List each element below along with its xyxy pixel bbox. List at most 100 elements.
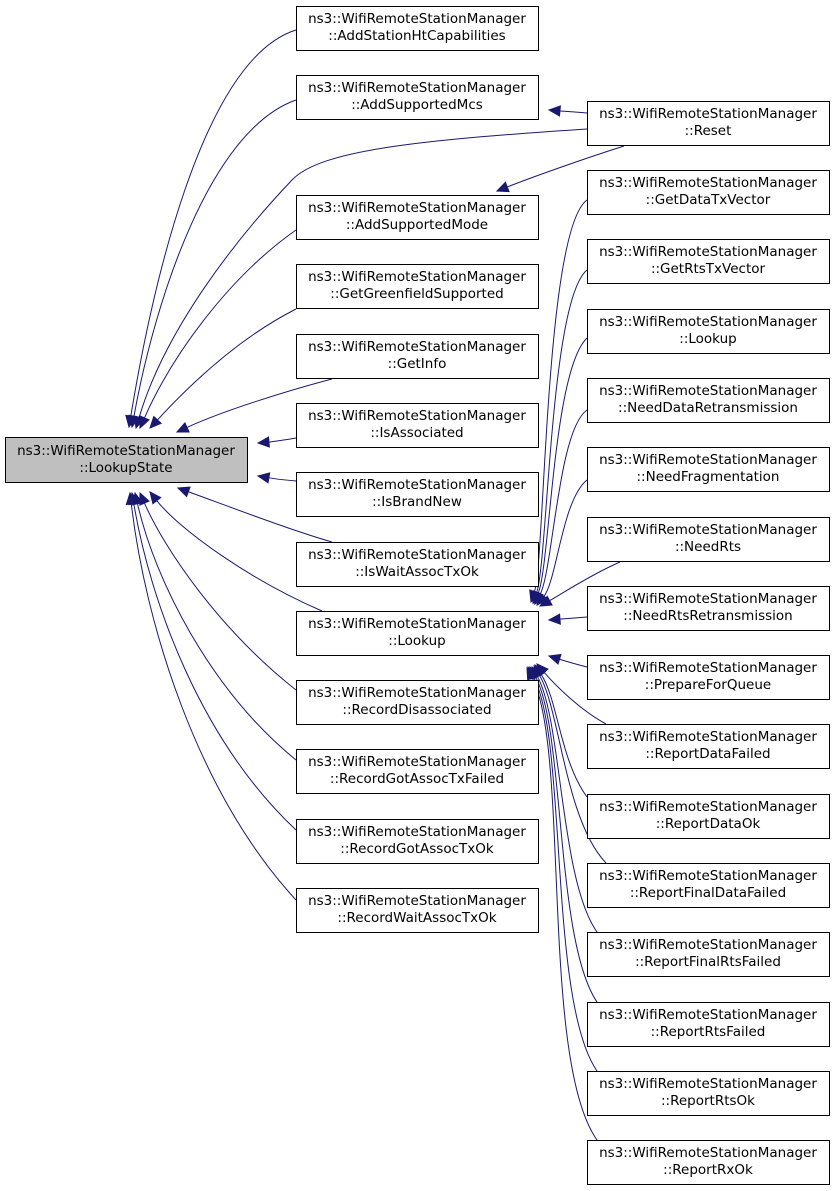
- svg-text:::NeedFragmentation: ::NeedFragmentation: [637, 469, 780, 485]
- svg-text:ns3::WifiRemoteStationManager: ns3::WifiRemoteStationManager: [599, 1076, 817, 1092]
- arrowhead-icon: [547, 613, 561, 625]
- arrowhead-icon: [139, 415, 150, 430]
- node-report-rts-failed[interactable]: ns3::WifiRemoteStationManager ::ReportRt…: [587, 1002, 830, 1047]
- node-report-data-ok[interactable]: ns3::WifiRemoteStationManager ::ReportDa…: [587, 794, 830, 839]
- edge-record_disassociated-to-root: [143, 502, 297, 691]
- svg-text:::RecordGotAssocTxFailed: ::RecordGotAssocTxFailed: [330, 771, 504, 787]
- node-get-data-tx-vector[interactable]: ns3::WifiRemoteStationManager ::GetDataT…: [587, 170, 830, 215]
- svg-text:ns3::WifiRemoteStationManager: ns3::WifiRemoteStationManager: [308, 824, 526, 840]
- edge-report_rts_failed-to-lookup: [534, 676, 598, 1003]
- svg-text:ns3::WifiRemoteStationManager: ns3::WifiRemoteStationManager: [599, 383, 817, 399]
- edge-add_station_ht-to-root: [130, 29, 297, 417]
- node-is-brand-new[interactable]: ns3::WifiRemoteStationManager ::IsBrandN…: [296, 472, 539, 517]
- svg-text:ns3::WifiRemoteStationManager: ns3::WifiRemoteStationManager: [308, 477, 526, 493]
- edge-get_greenfield-to-root: [157, 308, 297, 421]
- edge-get_info-to-root: [186, 378, 333, 428]
- svg-text:::ReportDataFailed: ::ReportDataFailed: [645, 746, 770, 762]
- node-add-supported-mcs[interactable]: ns3::WifiRemoteStationManager ::AddSuppo…: [296, 75, 539, 120]
- node-lookup[interactable]: ns3::WifiRemoteStationManager ::Lookup: [296, 611, 539, 656]
- edge-report_final_data-to-lookup: [539, 675, 607, 864]
- node-report-rts-ok[interactable]: ns3::WifiRemoteStationManager ::ReportRt…: [587, 1071, 830, 1116]
- svg-text:ns3::WifiRemoteStationManager: ns3::WifiRemoteStationManager: [308, 547, 526, 563]
- edge-reset-to-add_supported_mcs: [559, 110, 588, 114]
- edge-add_supported_mode-to-root: [143, 229, 297, 419]
- svg-text:::AddSupportedMcs: ::AddSupportedMcs: [351, 97, 483, 113]
- svg-text:::NeedRts: ::NeedRts: [675, 539, 741, 555]
- node-report-data-failed[interactable]: ns3::WifiRemoteStationManager ::ReportDa…: [587, 724, 830, 769]
- edge-reset-to-root: [138, 128, 588, 418]
- arrowhead-icon: [538, 595, 553, 607]
- node-get-info[interactable]: ns3::WifiRemoteStationManager ::GetInfo: [296, 334, 539, 379]
- svg-text:::Lookup: ::Lookup: [388, 633, 445, 649]
- edge-get_data_tx-to-lookup: [534, 199, 588, 592]
- node-lookup-state[interactable]: ns3::WifiRemoteStationManager ::LookupSt…: [5, 437, 248, 483]
- svg-text:ns3::WifiRemoteStationManager: ns3::WifiRemoteStationManager: [308, 80, 526, 96]
- node-get-greenfield-supported[interactable]: ns3::WifiRemoteStationManager ::GetGreen…: [296, 264, 539, 309]
- node-record-got-assoc-tx-failed[interactable]: ns3::WifiRemoteStationManager ::RecordGo…: [296, 749, 539, 794]
- node-record-wait-assoc-tx-ok[interactable]: ns3::WifiRemoteStationManager ::RecordWa…: [296, 888, 539, 933]
- node-label-line2: ::LookupState: [79, 460, 172, 476]
- svg-text:ns3::WifiRemoteStationManager: ns3::WifiRemoteStationManager: [308, 11, 526, 27]
- node-need-fragmentation[interactable]: ns3::WifiRemoteStationManager ::NeedFrag…: [587, 447, 830, 492]
- node-reset[interactable]: ns3::WifiRemoteStationManager ::Reset: [587, 101, 830, 146]
- edge-reset-to-add_supported_mode: [507, 145, 625, 188]
- svg-text:::IsBrandNew: ::IsBrandNew: [372, 494, 462, 510]
- svg-text:ns3::WifiRemoteStationManager: ns3::WifiRemoteStationManager: [308, 269, 526, 285]
- svg-text:::Lookup: ::Lookup: [679, 331, 736, 347]
- svg-text:::RecordGotAssocTxOk: ::RecordGotAssocTxOk: [340, 841, 494, 857]
- arrowhead-icon: [175, 421, 190, 433]
- node-box: [5, 437, 248, 483]
- edge-get_rts_tx-to-lookup: [536, 269, 588, 593]
- node-report-final-data-failed[interactable]: ns3::WifiRemoteStationManager ::ReportFi…: [587, 863, 830, 908]
- node-record-got-assoc-tx-ok[interactable]: ns3::WifiRemoteStationManager ::RecordGo…: [296, 819, 539, 864]
- svg-text:ns3::WifiRemoteStationManager: ns3::WifiRemoteStationManager: [599, 799, 817, 815]
- node-lookup-overload[interactable]: ns3::WifiRemoteStationManager ::Lookup: [587, 309, 830, 354]
- edge-is_wait_assoc-to-root: [188, 491, 333, 543]
- svg-text:::AddSupportedMode: ::AddSupportedMode: [346, 217, 488, 233]
- svg-text:::AddStationHtCapabilities: ::AddStationHtCapabilities: [328, 28, 505, 44]
- edge-report_data_ok-to-lookup: [540, 673, 588, 798]
- arrowhead-icon: [149, 491, 162, 505]
- svg-text:ns3::WifiRemoteStationManager: ns3::WifiRemoteStationManager: [308, 339, 526, 355]
- edge-record_got_failed-to-root: [136, 503, 297, 761]
- svg-text:ns3::WifiRemoteStationManager: ns3::WifiRemoteStationManager: [308, 893, 526, 909]
- node-need-rts[interactable]: ns3::WifiRemoteStationManager ::NeedRts: [587, 517, 830, 562]
- arrowhead-icon: [149, 415, 163, 429]
- svg-text:::GetGreenfieldSupported: ::GetGreenfieldSupported: [330, 286, 503, 302]
- svg-text:ns3::WifiRemoteStationManager: ns3::WifiRemoteStationManager: [599, 1007, 817, 1023]
- edge-need_data_retx-to-lookup: [539, 409, 588, 595]
- svg-text:::RecordDisassociated: ::RecordDisassociated: [342, 702, 491, 718]
- node-record-disassociated[interactable]: ns3::WifiRemoteStationManager ::RecordDi…: [296, 680, 539, 725]
- node-add-station-ht-capabilities[interactable]: ns3::WifiRemoteStationManager ::AddStati…: [296, 6, 539, 51]
- svg-text:ns3::WifiRemoteStationManager: ns3::WifiRemoteStationManager: [599, 106, 817, 122]
- svg-text:ns3::WifiRemoteStationManager: ns3::WifiRemoteStationManager: [599, 175, 817, 191]
- node-is-associated[interactable]: ns3::WifiRemoteStationManager ::IsAssoci…: [296, 403, 539, 448]
- svg-text:::Reset: ::Reset: [685, 123, 732, 139]
- edge-lookup2-to-lookup: [537, 337, 588, 594]
- svg-text:::PrepareForQueue: ::PrepareForQueue: [645, 677, 771, 693]
- svg-text:::ReportFinalRtsFailed: ::ReportFinalRtsFailed: [635, 954, 781, 970]
- node-report-rx-ok[interactable]: ns3::WifiRemoteStationManager ::ReportRx…: [587, 1140, 830, 1185]
- node-get-rts-tx-vector[interactable]: ns3::WifiRemoteStationManager ::GetRtsTx…: [587, 239, 830, 284]
- edge-report_rts_ok-to-lookup: [532, 676, 598, 1072]
- node-report-final-rts-failed[interactable]: ns3::WifiRemoteStationManager ::ReportFi…: [587, 932, 830, 977]
- arrowhead-icon: [495, 181, 510, 193]
- svg-text:::ReportDataOk: ::ReportDataOk: [656, 816, 761, 832]
- node-add-supported-mode[interactable]: ns3::WifiRemoteStationManager ::AddSuppo…: [296, 195, 539, 240]
- edge-report_rx_ok-to-lookup: [531, 677, 598, 1141]
- edge-report_final_rts-to-lookup: [536, 676, 598, 933]
- svg-text:ns3::WifiRemoteStationManager: ns3::WifiRemoteStationManager: [599, 244, 817, 260]
- edge-need_frag-to-lookup: [543, 479, 588, 597]
- svg-text:ns3::WifiRemoteStationManager: ns3::WifiRemoteStationManager: [599, 1145, 817, 1161]
- edge-add_supported_mcs-to-root: [133, 99, 297, 417]
- svg-text:ns3::WifiRemoteStationManager: ns3::WifiRemoteStationManager: [308, 200, 526, 216]
- node-prepare-for-queue[interactable]: ns3::WifiRemoteStationManager ::PrepareF…: [587, 655, 830, 700]
- svg-text:ns3::WifiRemoteStationManager: ns3::WifiRemoteStationManager: [599, 937, 817, 953]
- svg-text:::IsWaitAssocTxOk: ::IsWaitAssocTxOk: [355, 564, 479, 580]
- edge-record_got_ok-to-root: [133, 503, 297, 831]
- node-need-data-retransmission[interactable]: ns3::WifiRemoteStationManager ::NeedData…: [587, 378, 830, 423]
- node-is-wait-assoc-tx-ok[interactable]: ns3::WifiRemoteStationManager ::IsWaitAs…: [296, 542, 539, 587]
- node-need-rts-retransmission[interactable]: ns3::WifiRemoteStationManager ::NeedRtsR…: [587, 586, 830, 631]
- edge-need_rts_retx-to-lookup: [559, 616, 588, 620]
